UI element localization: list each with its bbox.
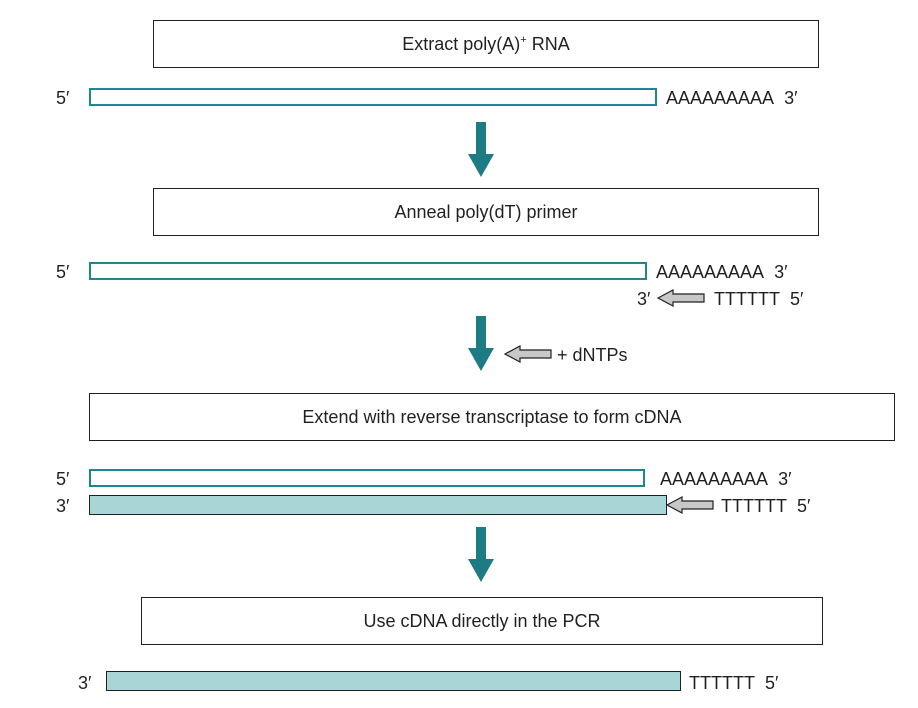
down-arrow-icon [468,122,494,177]
polyt-primer-label: TTTTTT 5′ [714,289,804,309]
step-extract-label: Extract poly(A)+ RNA [402,33,570,54]
step-pcr-label: Use cDNA directly in the PCR [363,610,601,631]
mrna-strand [89,262,647,280]
left-arrow-icon [656,289,705,307]
cdna-strand [89,495,667,515]
polya-tail-label: AAAAAAAAA 3′ [656,262,788,282]
polya-tail-label: AAAAAAAAA 3′ [660,469,792,489]
down-arrow-icon [468,316,494,371]
step-extend-label: Extend with reverse transcriptase to for… [302,406,682,427]
polya-tail-label: AAAAAAAAA 3′ [666,88,798,108]
step-use-cdna-pcr: Use cDNA directly in the PCR [141,597,823,645]
cdna-3prime-label: 3′ [56,496,70,516]
mrna-strand [89,88,657,106]
left-arrow-icon [665,496,714,514]
polyt-primer-label: TTTTTT 5′ [721,496,811,516]
down-arrow-icon [468,527,494,582]
rna-5prime-label: 5′ [56,469,70,489]
cdna-3prime-label: 3′ [78,673,92,693]
polyt-primer-label: TTTTTT 5′ [689,673,779,693]
dntps-label: + dNTPs [557,345,628,365]
mrna-strand [89,469,645,487]
step-extend-reverse-transcriptase: Extend with reverse transcriptase to for… [89,393,895,441]
rna-5prime-label: 5′ [56,88,70,108]
step-anneal-primer: Anneal poly(dT) primer [153,188,819,236]
cdna-strand [106,671,681,691]
step-anneal-label: Anneal poly(dT) primer [394,201,578,222]
left-arrow-icon [503,345,552,363]
step-extract-polya-rna: Extract poly(A)+ RNA [153,20,819,68]
rna-5prime-label: 5′ [56,262,70,282]
primer-3prime-label: 3′ [637,289,651,309]
